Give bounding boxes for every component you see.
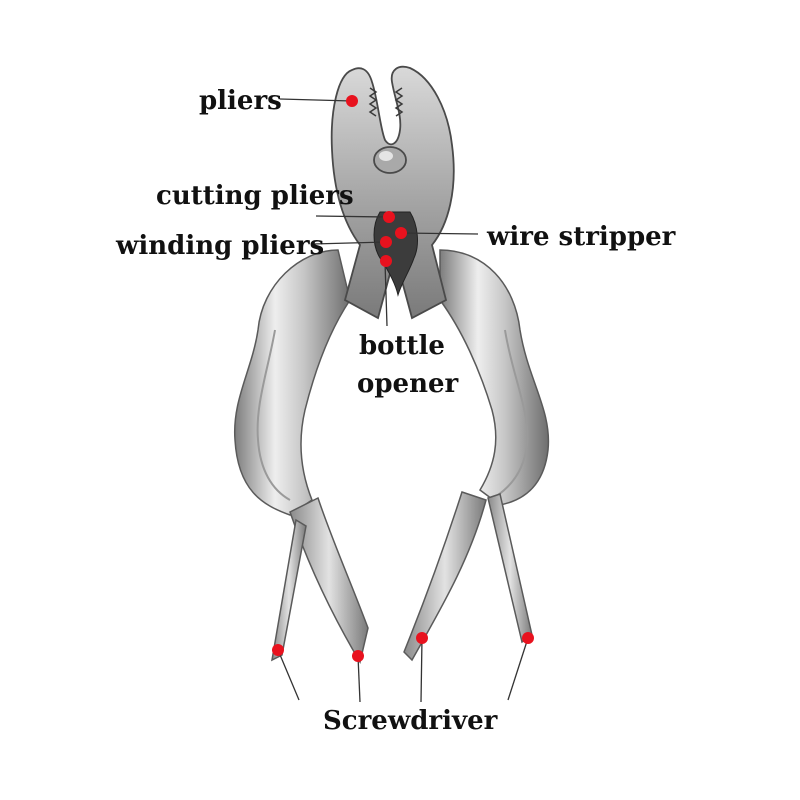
leader-screwdriver-2 bbox=[357, 655, 361, 703]
marker-wire-stripper bbox=[395, 227, 407, 239]
right-handle bbox=[439, 249, 550, 506]
label-wire-stripper: wire stripper bbox=[487, 222, 676, 252]
leader-winding-pliers bbox=[312, 241, 387, 245]
label-cutting-pliers: cutting pliers bbox=[156, 181, 354, 211]
left-lower-arm bbox=[289, 496, 369, 664]
pliers-head bbox=[330, 65, 455, 320]
leader-bottle-opener bbox=[384, 261, 388, 327]
right-handle-groove bbox=[497, 329, 529, 496]
label-screwdriver: Screwdriver bbox=[323, 706, 498, 736]
label-winding-pliers: winding pliers bbox=[116, 231, 325, 261]
label-opener: opener bbox=[357, 369, 459, 399]
leader-screwdriver-4 bbox=[507, 637, 529, 701]
leader-screwdriver-3 bbox=[420, 637, 423, 703]
marker-winding-pliers bbox=[380, 236, 392, 248]
label-pliers: pliers bbox=[199, 86, 282, 116]
leader-wire-stripper bbox=[400, 232, 479, 235]
leader-pliers bbox=[279, 98, 353, 102]
marker-screwdriver-4 bbox=[522, 632, 534, 644]
marker-bottle-opener bbox=[380, 255, 392, 267]
marker-screwdriver-1 bbox=[272, 644, 284, 656]
leader-screwdriver-1 bbox=[277, 649, 300, 701]
marker-cutting-pliers bbox=[383, 211, 395, 223]
pivot-rivet-shine bbox=[379, 151, 393, 161]
left-screwdriver-blade bbox=[271, 518, 307, 662]
jaw-teeth bbox=[368, 87, 404, 117]
right-lower-arm bbox=[403, 491, 487, 662]
marker-screwdriver-2 bbox=[352, 650, 364, 662]
left-handle-groove bbox=[256, 329, 291, 501]
leader-cutting-pliers bbox=[315, 215, 389, 218]
left-handle bbox=[233, 249, 351, 516]
label-bottle: bottle bbox=[359, 331, 445, 361]
right-screwdriver-blade bbox=[487, 493, 533, 644]
marker-pliers bbox=[346, 95, 358, 107]
marker-screwdriver-3 bbox=[416, 632, 428, 644]
markers bbox=[272, 95, 534, 662]
leader-lines bbox=[277, 98, 529, 703]
